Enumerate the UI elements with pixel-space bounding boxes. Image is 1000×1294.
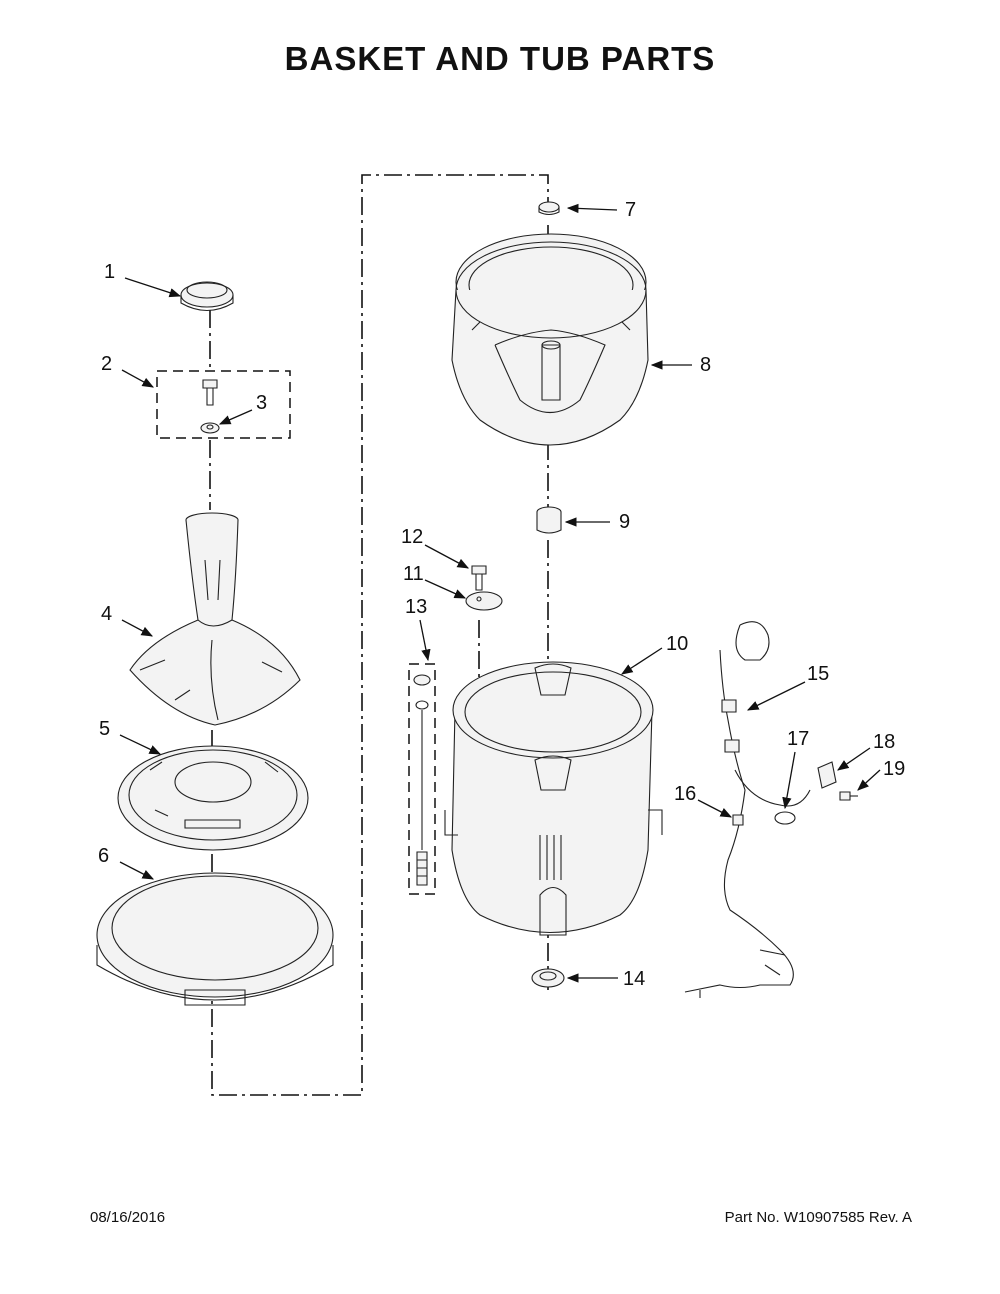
part-6-ring	[96, 872, 334, 1006]
part-3-washer	[200, 422, 220, 434]
part-2-bolt	[202, 379, 218, 406]
callout-16: 16	[674, 783, 696, 805]
callout-19: 19	[883, 758, 905, 780]
assembly-path-line	[209, 174, 549, 1096]
callout-3: 3	[256, 392, 267, 414]
callout-14: 14	[623, 968, 645, 990]
part-18-bracket	[817, 761, 837, 789]
callout-8: 8	[700, 354, 711, 376]
callout-15: 15	[807, 663, 829, 685]
callout-6: 6	[98, 845, 109, 867]
footer-part-number: Part No. W10907585 Rev. A	[724, 1209, 912, 1226]
part-7-nut	[538, 201, 560, 216]
part-17-tie	[774, 811, 796, 825]
callout-12: 12	[401, 526, 423, 548]
part-14-seal	[531, 968, 565, 988]
callout-10: 10	[666, 633, 688, 655]
footer-date: 08/16/2016	[90, 1209, 166, 1226]
part-15-wire-harness	[684, 621, 811, 998]
part-10-tub	[444, 661, 663, 936]
part-13-rod	[413, 674, 431, 886]
part-2-bolt-kit-box	[156, 370, 291, 439]
part-9-coupler	[536, 506, 562, 534]
part-8-basket	[451, 233, 649, 446]
page-title: BASKET AND TUB PARTS	[284, 40, 716, 77]
callout-18: 18	[873, 731, 895, 753]
part-12-screw	[471, 565, 487, 591]
callout-13: 13	[405, 596, 427, 618]
part-16-clip	[732, 814, 744, 826]
callout-7: 7	[625, 199, 636, 221]
callout-9: 9	[619, 511, 630, 533]
callout-17: 17	[787, 728, 809, 750]
part-11-plate	[465, 591, 503, 611]
part-1-cap	[180, 281, 234, 312]
callout-2: 2	[101, 353, 112, 375]
callout-4: 4	[101, 603, 112, 625]
part-19-screw	[839, 791, 858, 801]
callout-5: 5	[99, 718, 110, 740]
part-5-plate	[117, 745, 309, 851]
leader-lines	[119, 203, 881, 983]
callout-1: 1	[104, 261, 115, 283]
part-4-impeller	[129, 512, 301, 726]
callout-11: 11	[403, 563, 424, 585]
